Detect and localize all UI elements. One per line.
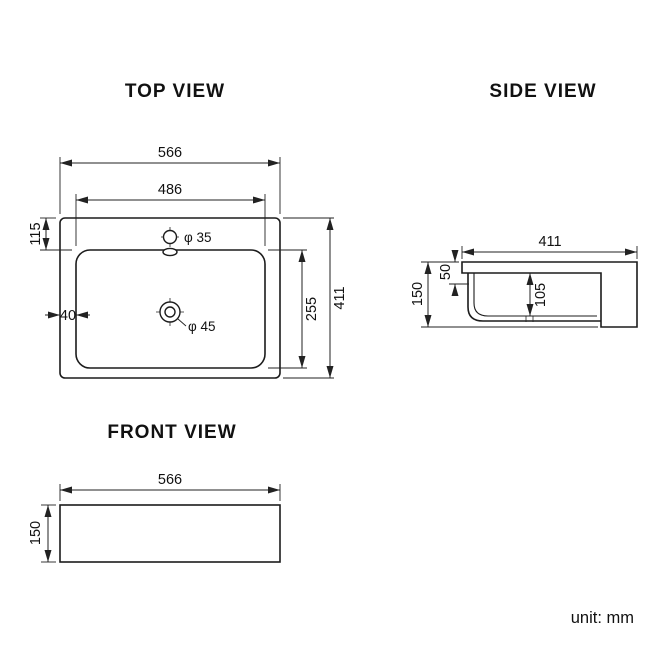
dim-label-566-top: 566: [158, 145, 182, 161]
dim-front-width: 566: [59, 472, 281, 501]
dim-label-105: 105: [533, 283, 549, 307]
dim-label-486: 486: [158, 182, 182, 198]
faucet-hole-label: φ 35: [184, 230, 212, 245]
side-bowl-outer-wall: [467, 273, 601, 322]
front-view-title: FRONT VIEW: [107, 422, 236, 443]
dim-label-255: 255: [304, 297, 320, 321]
top-view-title: TOP VIEW: [125, 81, 225, 102]
basin-outer-outline: [59, 217, 281, 379]
dim-top-edge-offset: 115: [28, 217, 72, 251]
dim-label-115: 115: [28, 222, 44, 245]
drain-hole: [156, 298, 184, 326]
drain-leader-line: [177, 318, 187, 327]
front-view: FRONT VIEW 566 150: [28, 422, 281, 563]
side-bowl-inner-wall: [473, 273, 597, 317]
dim-top-rim-gap: 40: [45, 308, 90, 324]
drain-inner-circle: [164, 306, 176, 318]
dim-top-overall-width: 566: [59, 145, 281, 214]
top-view: TOP VIEW 566 486 φ 35: [28, 81, 348, 379]
dim-side-overall-height: 150: [410, 261, 598, 328]
dim-top-inner-width: 486: [75, 182, 266, 246]
dim-side-rim-height: 50: [438, 250, 469, 296]
faucet-hole: [161, 227, 179, 247]
dim-front-height: 150: [28, 504, 56, 563]
drain-hole-label: φ 45: [188, 319, 216, 334]
dim-label-411-top: 411: [332, 286, 348, 309]
dim-side-inner-depth: 105: [526, 273, 549, 316]
overflow-slot: [162, 247, 178, 257]
side-profile-outline: [461, 261, 638, 328]
dim-label-150-side: 150: [410, 282, 426, 306]
dim-label-40: 40: [60, 308, 76, 324]
dim-label-150-front: 150: [28, 521, 44, 545]
dim-label-566-front: 566: [158, 472, 182, 488]
dim-label-50: 50: [438, 264, 454, 280]
dim-label-411-side: 411: [538, 234, 561, 250]
side-view: SIDE VIEW 411 150 50: [410, 81, 638, 328]
side-view-title: SIDE VIEW: [489, 81, 596, 102]
unit-label: unit: mm: [571, 609, 634, 627]
faucet-hole-circle: [162, 229, 178, 245]
front-profile-outline: [59, 504, 281, 563]
dim-side-depth: 411: [461, 234, 638, 259]
dim-top-bowl-depth: 255: [268, 249, 320, 369]
dim-top-overall-depth: 411: [283, 217, 348, 379]
